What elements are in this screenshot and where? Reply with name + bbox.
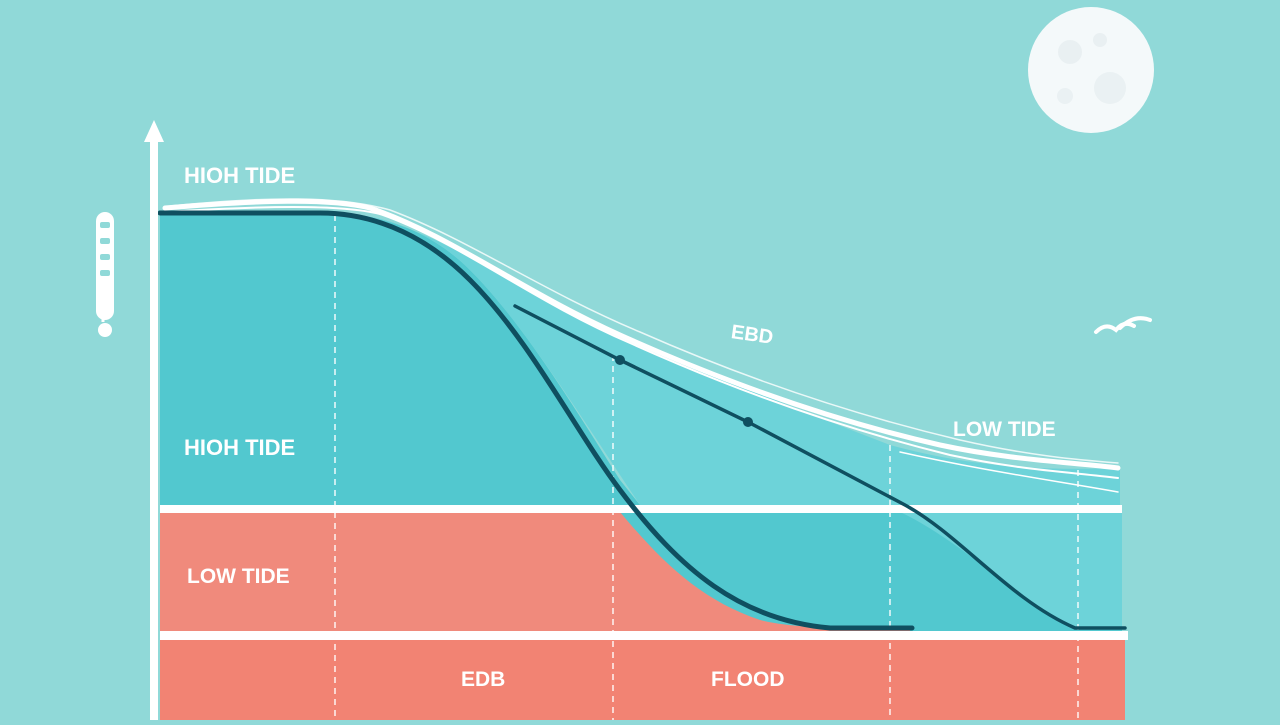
high-tide-label: HIOH TIDE [184, 435, 295, 460]
tide-curve [157, 210, 915, 631]
high-tide-label-top: HIOH TIDE [184, 163, 295, 188]
low-tide-label-left: LOW TIDE [187, 565, 290, 588]
time-guides [334, 215, 1079, 720]
ebb-water-region [330, 213, 1120, 505]
axis-arrow-icon [144, 120, 164, 720]
moon-icon [1028, 7, 1154, 133]
flood-bottom-label: FLOOD [711, 668, 785, 691]
sea-surface-lines [162, 198, 1121, 493]
bottom-band [160, 640, 1125, 720]
low-tide-label-right: LOW TIDE [953, 418, 1056, 441]
high-water-region [160, 213, 640, 505]
trend-point [615, 355, 625, 365]
tide-gauge-icon [96, 212, 114, 337]
ebb-bottom-label: EDB [461, 668, 505, 691]
band-separator-top [160, 505, 1122, 513]
ebb-trend-line [513, 304, 1127, 630]
band-separator-bottom [160, 631, 1128, 640]
seagull-icon [1094, 316, 1152, 334]
trend-point [743, 417, 753, 427]
